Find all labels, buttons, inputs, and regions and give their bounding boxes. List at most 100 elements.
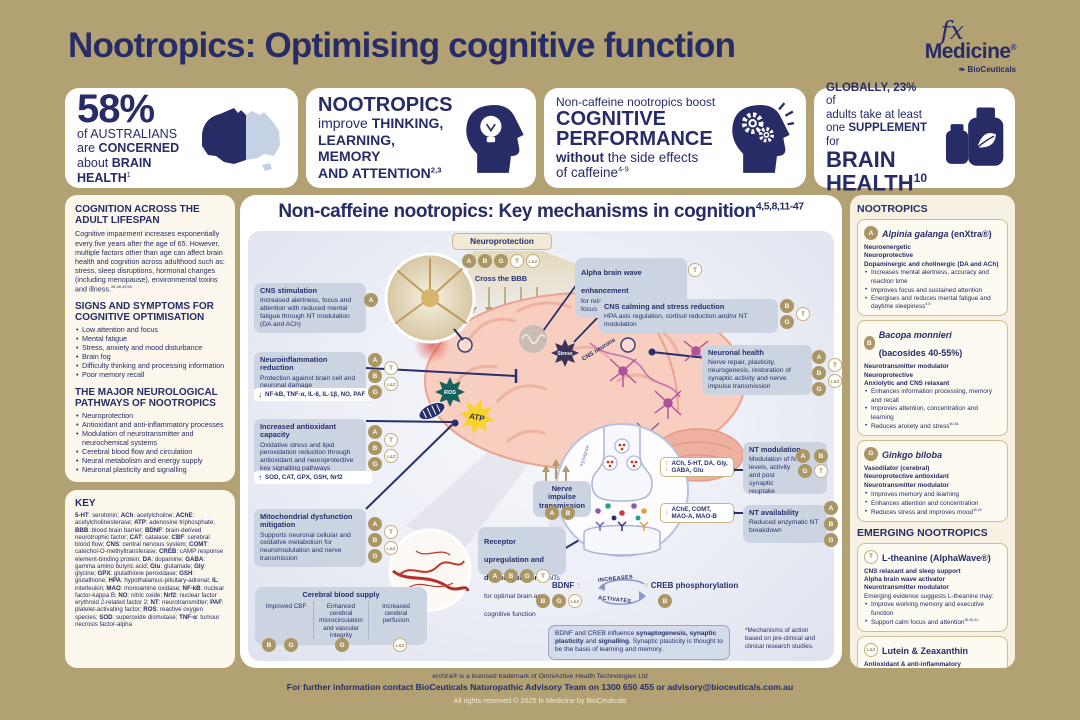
neurotransmitter-dots <box>595 503 647 521</box>
nootropic-badge: A <box>824 501 838 515</box>
key-item: IL: interleukin; <box>75 577 220 592</box>
nootropic-badge: A <box>364 293 378 307</box>
nootropic-badge: T <box>384 433 398 447</box>
footer-copyright: All rights reserved © 2025 fx Medicine b… <box>453 696 627 705</box>
svg-text:ATP: ATP <box>468 411 486 423</box>
nootropic-badge: T <box>536 569 550 583</box>
nootropic-badge: B <box>368 369 382 383</box>
key-item: Nrf2: nuclear factor erythroid 2-related… <box>75 591 217 607</box>
antioxidant-markers: ↑SOD, CAT, GPX, GSH, Nrf2 <box>254 471 372 484</box>
nootropic-badge: L&Z <box>393 638 407 652</box>
list-item: Difficulty thinking and processing infor… <box>75 361 225 371</box>
nootropic-badge: G <box>284 638 298 652</box>
stat-cognitive-performance: Non-caffeine nootropics boost COGNITIVE … <box>544 88 806 188</box>
key-item: MAO: monoamine oxidase; <box>106 584 183 592</box>
alpha-wave-badges: T <box>688 263 702 277</box>
nootropic-badge: A <box>488 569 502 583</box>
key-item: BBB: blood brain barrier; <box>75 526 145 534</box>
badge-G: G <box>864 446 878 461</box>
key-item: GSH: glutathione; <box>75 570 195 585</box>
mechanisms-footnote: *Mechanisms of action based on pre-clini… <box>745 627 816 651</box>
neuroinflammation-markers: ↓NF-kB, TNF-α, IL-6, IL-1β, NO, PAF <box>254 388 374 401</box>
logo-medicine: Medicine® <box>924 39 1017 63</box>
key-item: COMT: catechol-O-methyltransferase; <box>75 541 209 556</box>
nootropic-badge: B <box>658 594 672 608</box>
card-name: Lutein & Zeaxanthin <box>882 645 969 656</box>
badge-A: A <box>864 226 878 240</box>
nootropic-badge: L&Z <box>384 377 398 391</box>
footer-trademark: enXtra® is a licensed trademark of OmniA… <box>432 673 648 680</box>
nootropic-badge: B <box>814 449 828 463</box>
nootropic-badge: T <box>384 525 398 539</box>
nootropic-badge: G <box>335 638 349 652</box>
key-item: PAF: platelet-activating factor; <box>75 599 224 614</box>
cerebral-blood-supply-box: Cerebral blood supply Improved CBF Enhan… <box>255 587 427 645</box>
enzyme-decrease-chip: ↓AChE, COMT, MAO-A, MAO-B <box>660 503 734 523</box>
list-item: Brain fog <box>75 352 225 362</box>
card-bullets: Improves memory and learningEnhances att… <box>864 490 1001 517</box>
neuron-photo-circle <box>384 252 476 344</box>
nootropic-badge: T <box>688 263 702 277</box>
nootropic-badge: B <box>478 254 492 268</box>
fx-medicine-logo: fx Medicine® ❧ BioCeuticals <box>866 18 1017 74</box>
card-name: Bacopa monnieri (bacosides 40-55%) <box>878 330 963 359</box>
arc-arrowheads <box>598 583 646 600</box>
nootropic-badge: B <box>262 638 276 652</box>
receptors <box>595 521 649 531</box>
nootropic-badge: G <box>780 315 794 329</box>
logo-bioceuticals: ❧ BioCeuticals <box>958 64 1016 74</box>
nootropic-badge: A <box>368 517 382 531</box>
nerve-impulse-box: Nerve impulse transmission <box>533 481 591 517</box>
cognition-body: Cognitive impairment increases exponenti… <box>75 229 225 294</box>
diagram-title: Non-caffeine nootropics: Key mechanisms … <box>278 201 804 222</box>
impulse-arrowheads <box>542 459 570 472</box>
nootropic-badge: L&Z <box>526 254 540 268</box>
nootropic-badge: T <box>796 307 810 321</box>
key-item: GABA: gamma amino butyric acid; <box>75 555 206 570</box>
key-item: 5-HT: serotonin; <box>75 512 121 520</box>
section-title-cognition: COGNITION ACROSS THE ADULT LIFESPAN <box>75 204 200 227</box>
nootropic-badge: A <box>462 254 476 268</box>
key-item: CBF: cerebral blood flow; <box>75 533 210 549</box>
nootropic-badge: L&Z <box>568 594 582 608</box>
marker-circle-left <box>457 337 473 353</box>
stat-australians: 58% of AUSTRALIANS are CONCERNED about B… <box>65 88 298 188</box>
card-lead: Emerging evidence suggests L-theanine ma… <box>864 592 994 600</box>
key-item: CAT: catalase; <box>129 533 172 541</box>
mechanisms-diagram-panel: Non-caffeine nootropics: Key mechanisms … <box>240 195 842 668</box>
nootropic-badge: L&Z <box>384 541 398 555</box>
bdnf-label: BDNF ↑ <box>552 580 581 591</box>
vessel-beam <box>406 443 536 549</box>
badge-LZ: L&Z <box>864 642 878 657</box>
key-item: TNF-α: tumour necrosis factor-alpha <box>75 613 220 628</box>
cerebral-col2: Enhanced cerebral microcirculation and v… <box>313 601 368 639</box>
key-item: CNS: central nervous system; <box>106 541 190 549</box>
card-bacopa-monnieri: B Bacopa monnieri (bacosides 40-55%) Neu… <box>857 320 1008 436</box>
nootropic-badge: G <box>368 385 382 399</box>
nootropic-badge: A <box>796 449 810 463</box>
key-item: AChE: acetylcholinesterase; <box>75 512 195 527</box>
list-item: Neuroprotection <box>75 411 225 421</box>
bdnf-creb-note: BDNF and CREB influence synaptogenesis, … <box>548 625 730 660</box>
supplement-bottles-icon <box>945 107 1004 166</box>
card-bullets: Enhances information processing, memory … <box>864 388 1001 430</box>
key-item: HPA: hypothalamus-pituitary-adrenal; <box>108 577 213 585</box>
nootropic-badge: T <box>384 361 398 375</box>
nootropic-badge: B <box>368 533 382 547</box>
nootropic-badge: T <box>828 358 842 372</box>
nootropic-badge: B <box>561 506 575 520</box>
list-item: Neuronal plasticity and signalling <box>75 465 225 475</box>
synapse-diagram <box>555 423 689 557</box>
key-item: NF-kB: nuclear factor-kappa B; <box>75 584 225 599</box>
